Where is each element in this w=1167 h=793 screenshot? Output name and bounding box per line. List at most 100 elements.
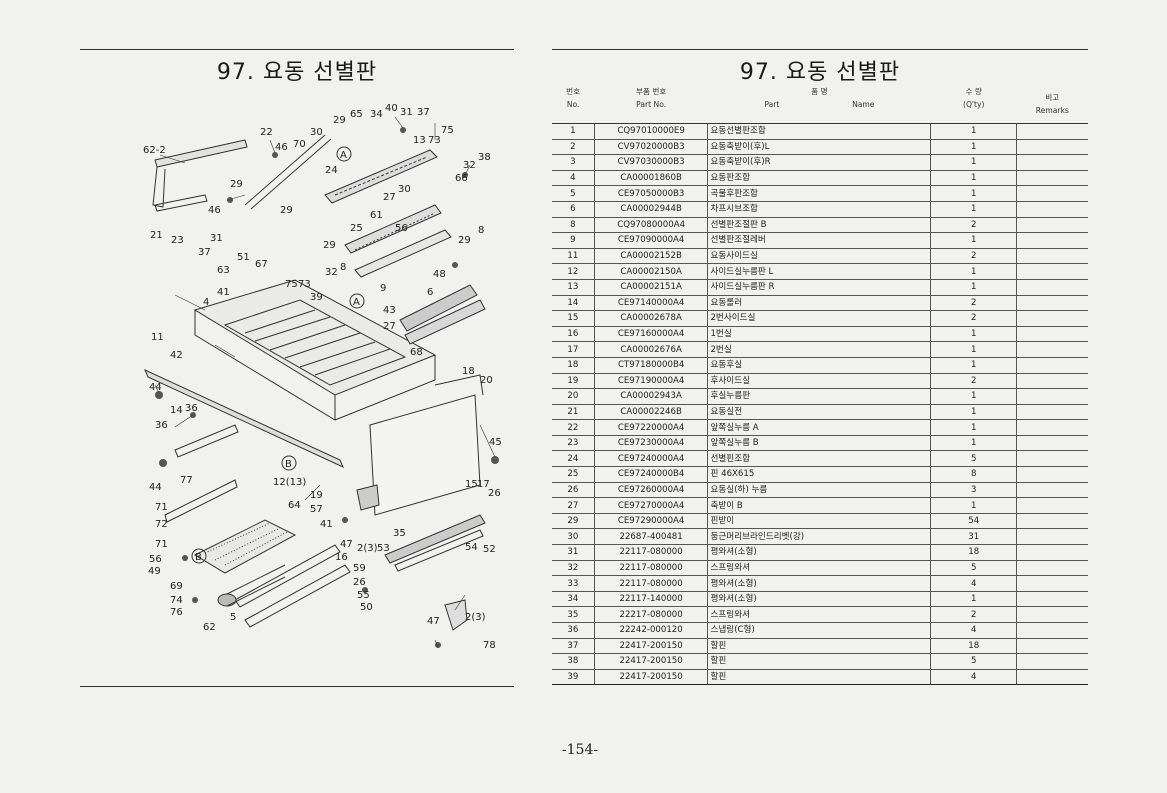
cell-qty: 1 <box>930 419 1017 436</box>
callout-label: 73 <box>428 135 441 146</box>
callout-label: 62 <box>203 622 216 633</box>
cell-no: 9 <box>552 232 595 249</box>
left-page-title: 97. 요동 선별판 <box>216 60 378 85</box>
callout-label: 29 <box>230 179 243 190</box>
cell-qty: 5 <box>930 450 1017 468</box>
callout-label: 56 <box>149 554 162 565</box>
callout-label: 70 <box>293 139 306 150</box>
cell-no: 3 <box>552 154 595 171</box>
cell-name: 2번실 <box>707 341 931 358</box>
cell-name: 사이드실누름판 R <box>707 279 931 296</box>
cell-no: 36 <box>552 622 595 639</box>
callout-label: 44 <box>149 482 162 493</box>
cell-part: CT97180000B4 <box>593 357 708 374</box>
cell-no: 11 <box>552 248 595 265</box>
callout-label: 50 <box>360 602 373 613</box>
callout-label: 69 <box>170 581 183 592</box>
callout-label: 63 <box>217 265 230 276</box>
cell-name: 차프시브조합 <box>707 201 931 218</box>
cell-remarks <box>1016 419 1088 436</box>
cell-qty: 1 <box>930 263 1017 280</box>
cell-no: 25 <box>552 466 595 483</box>
cell-remarks <box>1016 404 1088 421</box>
cell-qty: 1 <box>930 591 1017 608</box>
cell-remarks <box>1016 466 1088 483</box>
cell-qty: 1 <box>930 341 1017 358</box>
callout-label: 26 <box>353 577 366 588</box>
callout-label: 43 <box>383 305 396 316</box>
cell-qty: 18 <box>930 544 1017 561</box>
cell-part: CE97220000A4 <box>593 419 708 436</box>
cell-remarks <box>1016 154 1088 171</box>
bearing-part <box>356 484 380 511</box>
callout-label: 32 <box>463 160 476 171</box>
callout-label: A <box>340 150 347 161</box>
cell-name: 할핀 <box>707 669 931 686</box>
cell-no: 30 <box>552 528 595 546</box>
callout-label: 77 <box>180 475 193 486</box>
callout-label: 23 <box>171 235 184 246</box>
mesh-screen-part <box>193 519 297 574</box>
cell-qty: 5 <box>930 653 1017 670</box>
callout-label: B <box>285 459 292 470</box>
cell-remarks <box>1016 373 1088 390</box>
callout-label: 14 <box>170 405 183 416</box>
callout-label: 59 <box>353 563 366 574</box>
callout-label: 71 <box>155 502 168 513</box>
cell-name: 후사이드실 <box>707 373 931 390</box>
left-bottom-rule <box>80 686 514 687</box>
callout-label: 75 <box>285 279 298 290</box>
cell-name: 앞쪽실누름 A <box>707 419 931 436</box>
cell-name: 요동롤러 <box>707 295 931 312</box>
cell-qty: 4 <box>930 669 1017 686</box>
left-top-rule <box>80 49 514 50</box>
cell-part: CE97270000A4 <box>593 497 708 514</box>
cell-remarks <box>1016 295 1088 312</box>
callout-label: 39 <box>310 292 323 303</box>
cell-remarks <box>1016 497 1088 514</box>
callout-label: 25 <box>350 223 363 234</box>
lower-rail-part <box>144 369 344 523</box>
callout-label: 75 <box>441 125 454 136</box>
cell-part: CE97140000A4 <box>593 295 708 312</box>
cell-remarks <box>1016 232 1088 249</box>
callout-label: 20 <box>480 375 493 386</box>
bracket-part <box>444 599 468 631</box>
callout-label: 65 <box>350 109 363 120</box>
callout-label: B <box>195 552 202 563</box>
callout-circle <box>336 146 352 162</box>
cell-part: CE97160000A4 <box>593 326 708 343</box>
callout-label: 74 <box>170 595 183 606</box>
cell-no: 27 <box>552 497 595 514</box>
cell-qty: 1 <box>930 154 1017 171</box>
callout-label: 55 <box>357 590 370 601</box>
cell-part: CE97260000A4 <box>593 482 708 499</box>
callout-label: 47 <box>427 616 440 627</box>
cell-part: CE97240000B4 <box>593 466 708 483</box>
cell-name: 선별핀조합 <box>707 450 931 468</box>
cell-part: 22417-200150 <box>593 669 708 686</box>
cell-part: CQ97010000E9 <box>593 123 708 140</box>
cell-part: CE97240000A4 <box>593 450 708 468</box>
cell-qty: 54 <box>930 513 1017 530</box>
cell-qty: 1 <box>930 123 1017 140</box>
cell-part: CE97230000A4 <box>593 435 708 452</box>
page-number: -154- <box>561 742 599 758</box>
callout-label: 29 <box>280 205 293 216</box>
callout-label: 47 <box>340 539 353 550</box>
callout-label: 49 <box>148 566 161 577</box>
cell-qty: 1 <box>930 404 1017 421</box>
callout-label: 31 <box>400 107 413 118</box>
